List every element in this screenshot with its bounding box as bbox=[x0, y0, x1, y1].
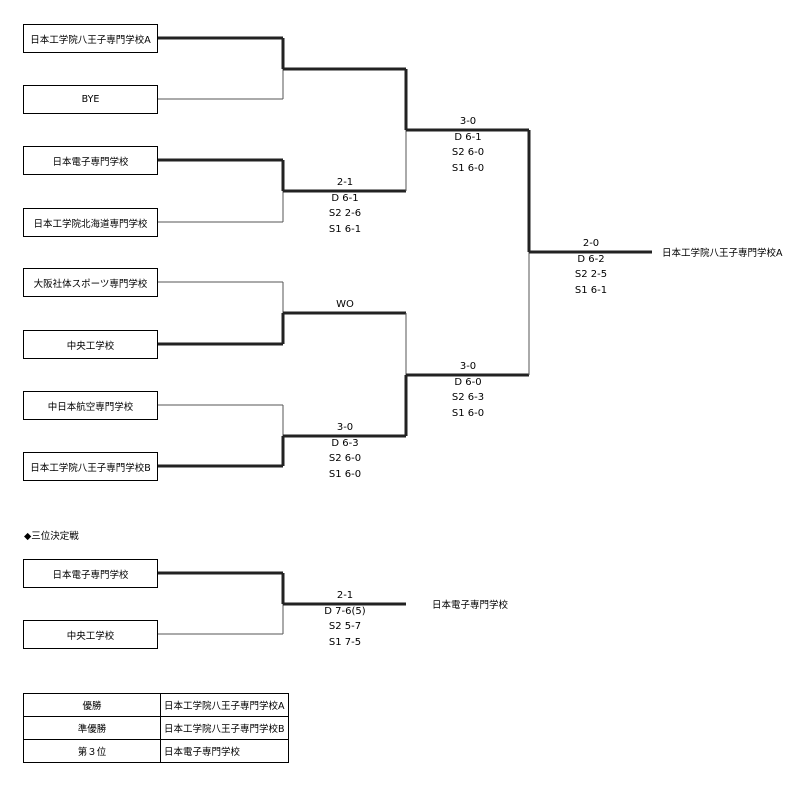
place-cell: 優勝 bbox=[23, 693, 161, 717]
champion-label: 日本工学院八王子専門学校A bbox=[662, 248, 783, 259]
match-score: 3-0 D 6-1 S2 6-0 S1 6-0 bbox=[423, 114, 513, 176]
set-score: S1 6-0 bbox=[328, 468, 362, 480]
set-score: D 6-0 bbox=[454, 376, 482, 388]
table-row: 優勝 日本工学院八王子専門学校A bbox=[23, 693, 289, 717]
set-score: S1 6-0 bbox=[451, 162, 485, 174]
match-score: 3-0 D 6-3 S2 6-0 S1 6-0 bbox=[300, 420, 390, 482]
team-box: 日本工学院八王子専門学校A bbox=[23, 24, 158, 53]
set-score: D 6-1 bbox=[454, 131, 482, 143]
match-total: 3-0 bbox=[459, 116, 477, 127]
set-score: S1 6-1 bbox=[574, 284, 608, 296]
team-cell: 日本工学院八王子専門学校B bbox=[160, 716, 289, 740]
team-box: 日本工学院北海道専門学校 bbox=[23, 208, 158, 237]
set-score: S1 7-5 bbox=[328, 636, 362, 648]
team-box: 大阪社体スポーツ専門学校 bbox=[23, 268, 158, 297]
set-score: S2 5-7 bbox=[328, 621, 362, 632]
match-total: 2-1 bbox=[336, 177, 354, 188]
table-row: 準優勝 日本工学院八王子専門学校B bbox=[23, 716, 289, 740]
results-table: 優勝 日本工学院八王子専門学校A 準優勝 日本工学院八王子専門学校B 第３位 日… bbox=[23, 693, 289, 763]
set-score: D 6-2 bbox=[577, 253, 605, 265]
table-row: 第３位 日本電子専門学校 bbox=[23, 739, 289, 763]
set-score: D 6-1 bbox=[331, 192, 359, 204]
team-box: 日本工学院八王子専門学校B bbox=[23, 452, 158, 481]
match-total: 2-1 bbox=[336, 590, 354, 601]
final-score: 2-0 D 6-2 S2 2-5 S1 6-1 bbox=[546, 236, 636, 298]
set-score: S1 6-0 bbox=[451, 407, 485, 419]
team-box: 日本電子専門学校 bbox=[23, 559, 158, 588]
set-score: S2 6-3 bbox=[451, 392, 485, 403]
set-score: S2 2-5 bbox=[574, 269, 608, 280]
match-score: 3-0 D 6-0 S2 6-3 S1 6-0 bbox=[423, 359, 513, 421]
team-cell: 日本工学院八王子専門学校A bbox=[160, 693, 289, 717]
match-total: WO bbox=[336, 299, 354, 310]
match-score: 2-1 D 6-1 S2 2-6 S1 6-1 bbox=[300, 175, 390, 237]
match-score: 2-1 D 7-6(5) S2 5-7 S1 7-5 bbox=[300, 588, 390, 650]
team-box: 中日本航空専門学校 bbox=[23, 391, 158, 420]
set-score: S2 6-0 bbox=[451, 147, 485, 158]
third-place-winner: 日本電子専門学校 bbox=[432, 600, 509, 611]
match-score: WO bbox=[300, 297, 390, 313]
third-place-heading: ◆三位決定戦 bbox=[24, 531, 79, 542]
team-box: 日本電子専門学校 bbox=[23, 146, 158, 175]
set-score: S1 6-1 bbox=[328, 223, 362, 235]
place-cell: 準優勝 bbox=[23, 716, 161, 740]
set-score: D 7-6(5) bbox=[324, 605, 366, 617]
match-total: 2-0 bbox=[582, 238, 600, 249]
place-cell: 第３位 bbox=[23, 739, 161, 763]
match-total: 3-0 bbox=[336, 422, 354, 433]
set-score: S2 2-6 bbox=[328, 208, 362, 219]
team-box: 中央工学校 bbox=[23, 620, 158, 649]
team-box: BYE bbox=[23, 85, 158, 114]
team-box: 中央工学校 bbox=[23, 330, 158, 359]
team-cell: 日本電子専門学校 bbox=[160, 739, 289, 763]
set-score: D 6-3 bbox=[331, 437, 359, 449]
match-total: 3-0 bbox=[459, 361, 477, 372]
set-score: S2 6-0 bbox=[328, 453, 362, 464]
